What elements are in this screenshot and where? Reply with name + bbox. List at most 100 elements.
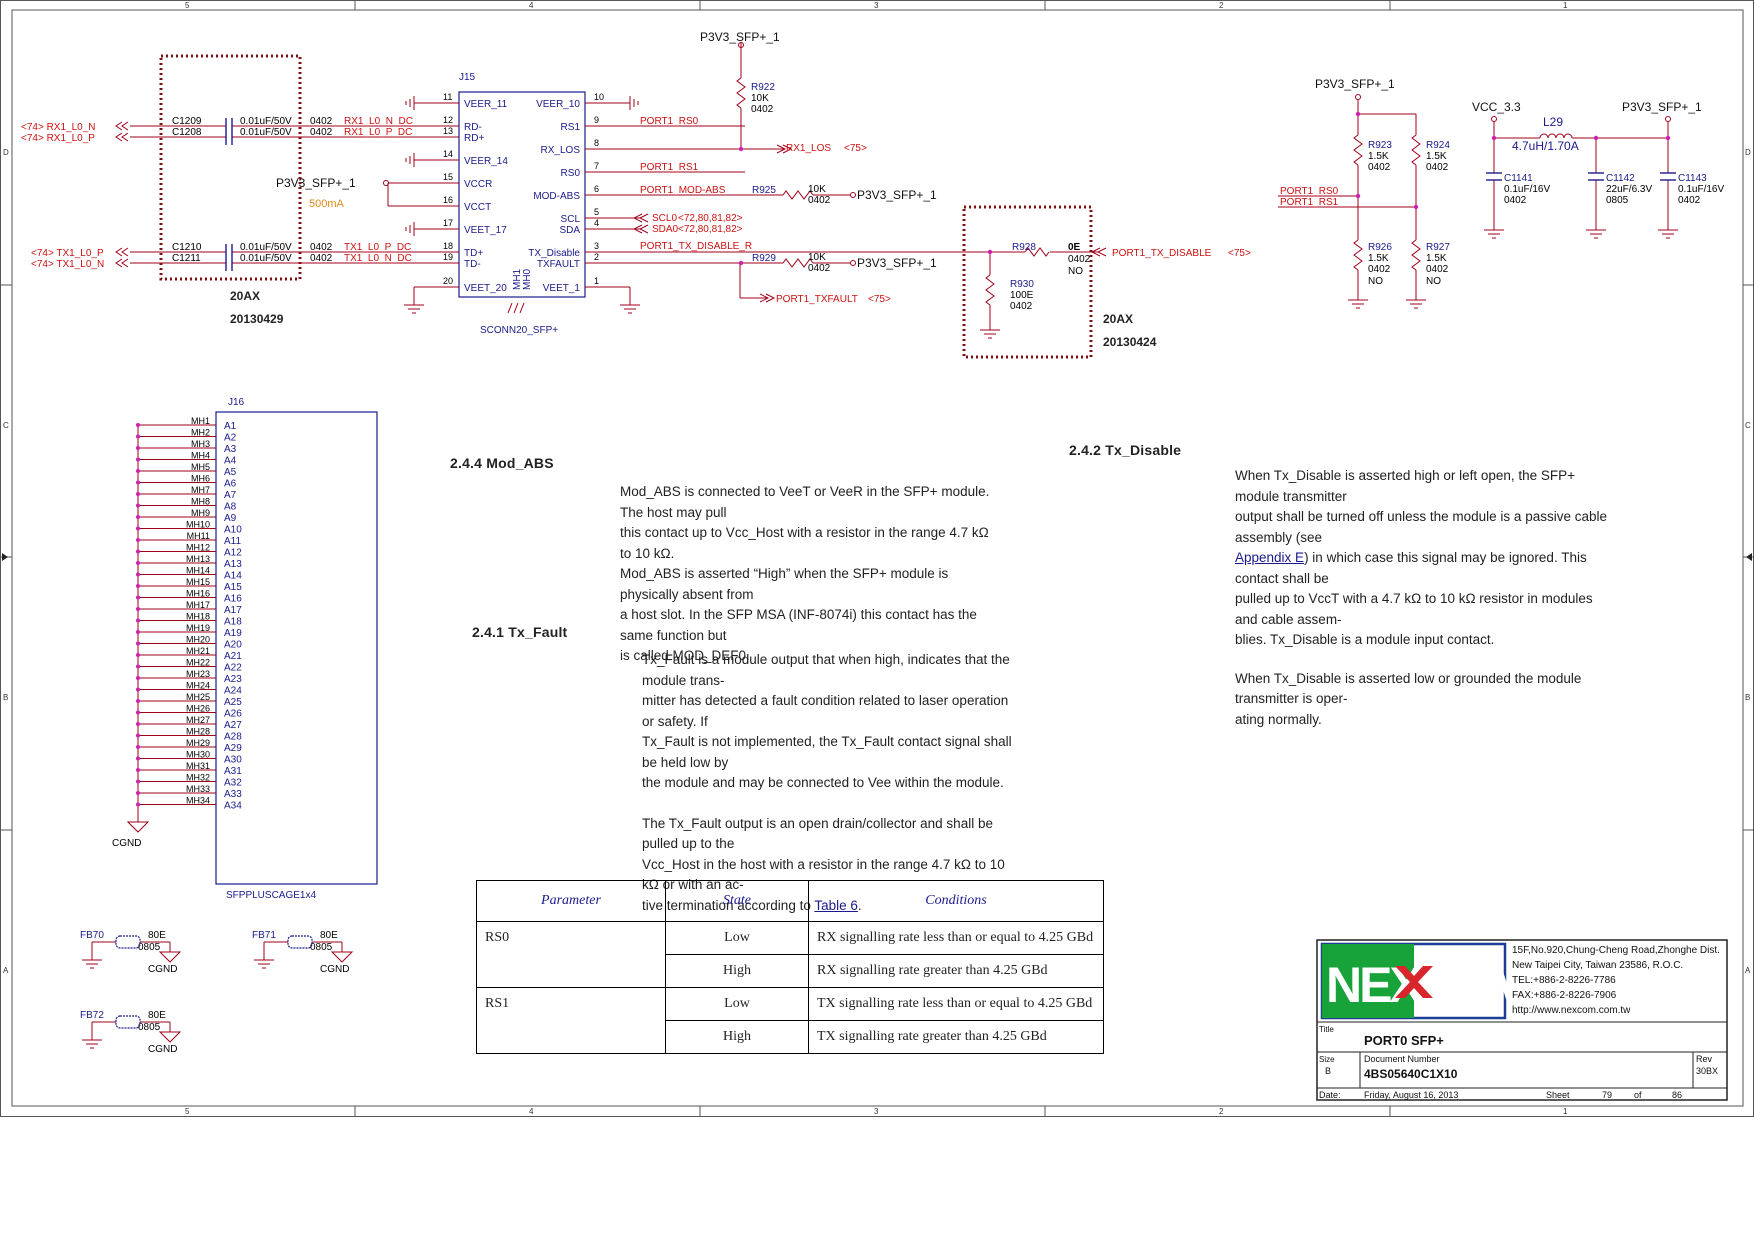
j16-mh-label: MH23 [186,669,210,679]
j16-mh-label: MH24 [186,681,210,691]
j16-pin-name: A25 [224,697,242,708]
table-header: Parameter [476,880,666,922]
j16-pin-name: A10 [224,525,242,536]
j16-pin-name: A1 [224,421,237,432]
r926-pkg: 0402 [1368,264,1391,275]
junction [136,768,140,772]
fb-gnd: CGND [320,964,349,975]
c1143-pkg: 0402 [1678,195,1701,206]
fb-ref: FB71 [252,930,276,941]
junction [136,538,140,542]
j15-pin-num: 9 [594,115,599,125]
title-block: NEXCOM 15F,No.920,Chung-Cheng Road,Zhong… [1316,939,1728,1101]
r927-val: 1.5K [1426,253,1447,264]
net-rx-n-in: <74> RX1_L0_N [21,122,96,133]
r923-pkg: 0402 [1368,162,1391,173]
center-mark-right [1746,553,1752,561]
logo-x-mark [1395,966,1433,998]
j16-mh-label: MH27 [186,715,210,725]
r929-ref: R929 [752,253,776,264]
j15-pin-name: SCL [561,214,581,225]
row-label: B [1745,693,1750,702]
j16-pin-name: A15 [224,582,242,593]
junction [136,584,140,588]
c1142-pkg: 0805 [1606,195,1629,206]
j16-pin-name: A34 [224,801,242,812]
j16-pin-name: A2 [224,433,237,444]
cap-ref: C1209 [172,116,202,127]
note-line: The Tx_Fault output is an open drain/col… [642,815,993,852]
dotted-region-left [159,54,302,281]
col-label: 2 [1219,1107,1224,1116]
rs-net-rs1: PORT1_RS1 [1280,197,1339,208]
r927-no: NO [1426,276,1441,287]
fb-pkg: 0805 [138,1022,161,1033]
note-line: Tx_Fault is not implemented, the Tx_Faul… [642,734,1012,770]
j15-pin-name: RX_LOS [541,145,581,156]
r926-val: 1.5K [1368,253,1389,264]
rx-caps [225,118,233,145]
r924-pkg: 0402 [1426,162,1449,173]
j16-mh-label: MH30 [186,750,210,760]
r930-val: 100E [1010,290,1034,301]
j15-mh0: MH0 [522,268,533,290]
j16-pin-name: A20 [224,640,242,651]
note-tx-fault: Tx_Fault is a module output that when hi… [642,650,1022,916]
junction [136,492,140,496]
net-rs1: PORT1_RS1 [640,162,699,173]
j16-mh-label: MH15 [186,577,210,587]
j16-mh-label: MH4 [191,451,210,461]
net-txdis-r: PORT1_TX_DISABLE_R [640,241,752,252]
r923-val: 1.5K [1368,151,1389,162]
net-sda: SDA0 [652,224,679,235]
junction [136,687,140,692]
junction [136,630,140,634]
c1141-ref: C1141 [1504,173,1533,184]
j16-mh-label: MH21 [186,646,210,656]
junction [136,469,140,473]
fb-val: 80E [320,930,338,941]
r930-ref: R930 [1010,279,1034,290]
cap-val: 0.01uF/50V [240,116,292,127]
cap-ref: C1208 [172,127,202,138]
power-filter-caps [1486,172,1676,181]
address-line: TEL:+886-2-8226-7786 [1512,975,1616,986]
annot-left-name: 20AX [230,289,260,303]
j16-mh-label: MH3 [191,439,210,449]
r928-pkg: 0402 [1068,254,1091,265]
j15-pin-name: VCCT [464,202,491,213]
l29-val: 4.7uH/1.70A [1512,139,1579,153]
j15-pin-num: 5 [594,207,599,217]
heading-tx-fault: 2.4.1 Tx_Fault [472,624,568,640]
note-line: this contact up to Vcc_Host with a resis… [620,525,989,561]
r925-ref: R925 [752,185,776,196]
net-tx-p-in: <74> TX1_L0_P [31,248,104,259]
junction [136,802,140,807]
j15-pin-name: RD+ [464,133,484,144]
r929-pwr: P3V3_SFP+_1 [857,256,937,270]
row-label: D [3,148,9,157]
table-cell-cond: TX signalling rate less than or equal to… [808,987,1104,1021]
appendix-e-link[interactable]: Appendix E [1235,550,1305,565]
address-line: FAX:+886-2-8226-7906 [1512,990,1617,1001]
junction [136,515,140,519]
j16-pin-name: A21 [224,651,242,662]
of-value: 86 [1672,1090,1682,1100]
junction [987,249,993,255]
row-label: C [1745,421,1751,430]
heading-tx-disable: 2.4.2 Tx_Disable [1069,442,1182,458]
j16-mh-label: MH16 [186,589,210,599]
j16-pin-name: A28 [224,732,242,743]
annot-right-name: 20AX [1103,312,1133,326]
j15-pin-name: MOD-ABS [533,191,580,202]
net-sda-ref: <72,80,81,82> [678,224,743,235]
j15-pin-name: TD+ [464,248,483,259]
table-cell-state: Low [665,987,809,1021]
j16-mh-label: MH7 [191,485,210,495]
col-label: 5 [185,1107,190,1116]
j16-pin-name: A13 [224,559,242,570]
pf-out: P3V3_SFP+_1 [1622,100,1702,114]
logo-green-panel [1322,944,1414,1018]
net-rx-n-dc: RX1_L0_N_DC [344,116,413,127]
